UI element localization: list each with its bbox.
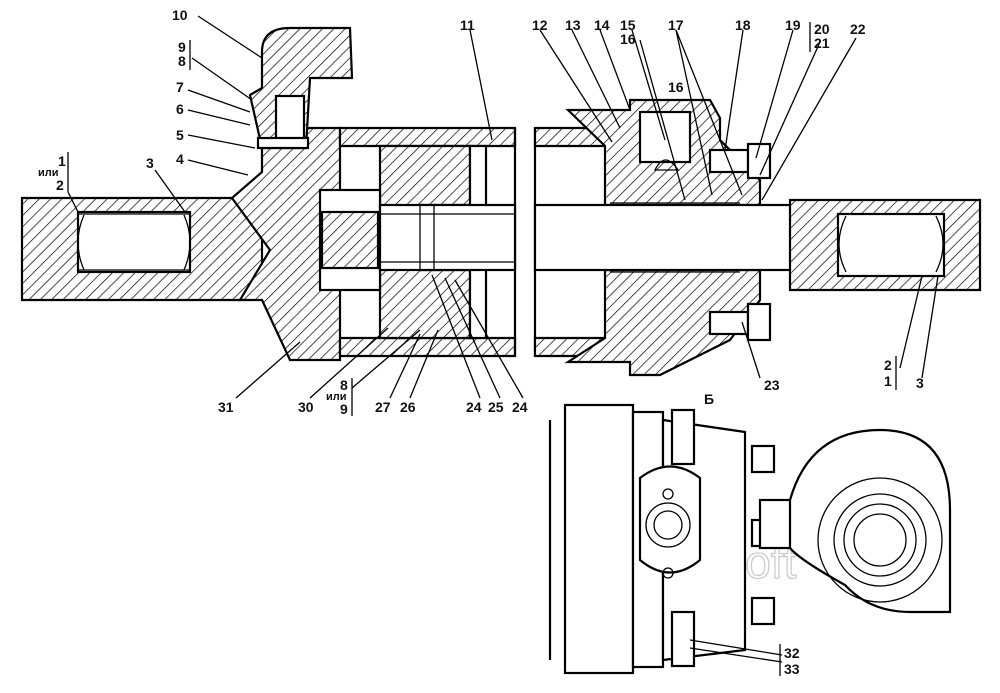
cylinder-head-rear xyxy=(230,126,342,362)
label-9: 9 xyxy=(178,39,186,55)
leader-lines xyxy=(67,15,939,663)
label-8: 8 xyxy=(178,53,186,69)
label-21: 21 xyxy=(814,35,830,51)
label-22: 22 xyxy=(850,21,866,37)
label-15: 15 xyxy=(620,17,636,33)
view-b xyxy=(548,403,952,675)
label-ili-left: или xyxy=(38,167,59,179)
label-6: 6 xyxy=(176,101,184,117)
part-labels-bottom: 31 30 8 или 9 27 26 24 25 24 23 xyxy=(218,377,780,417)
front-eye xyxy=(788,198,982,292)
rear-eye xyxy=(20,178,264,302)
elbow-fitting xyxy=(248,26,354,150)
label-3: 3 xyxy=(146,155,154,171)
label-31: 31 xyxy=(218,399,234,415)
label-12: 12 xyxy=(532,17,548,33)
label-17: 17 xyxy=(668,17,684,33)
label-5: 5 xyxy=(176,127,184,143)
label-7: 7 xyxy=(176,79,184,95)
label-24a: 24 xyxy=(466,399,482,415)
bolts-front xyxy=(708,142,772,342)
label-16b: 16 xyxy=(668,79,684,95)
label-8b: 8 xyxy=(340,377,348,393)
label-2r: 2 xyxy=(884,357,892,373)
label-18: 18 xyxy=(735,17,751,33)
label-23: 23 xyxy=(764,377,780,393)
label-13: 13 xyxy=(565,17,581,33)
piston-rod-left xyxy=(378,203,517,272)
label-9b: 9 xyxy=(340,401,348,417)
label-1r: 1 xyxy=(884,373,892,389)
label-26: 26 xyxy=(400,399,416,415)
label-27: 27 xyxy=(375,399,391,415)
label-4: 4 xyxy=(176,151,184,167)
label-19: 19 xyxy=(785,17,801,33)
label-20: 20 xyxy=(814,21,830,37)
label-14: 14 xyxy=(594,17,610,33)
label-11: 11 xyxy=(460,17,475,33)
part-labels-right: 2 1 3 xyxy=(884,356,924,391)
label-25: 25 xyxy=(488,399,504,415)
label-33: 33 xyxy=(784,661,800,677)
label-3r: 3 xyxy=(916,375,924,391)
label-24b: 24 xyxy=(512,399,528,415)
part-labels-top: 10 11 12 13 14 15 16 16 17 18 19 20 21 2… xyxy=(172,7,866,95)
front-head xyxy=(564,98,762,377)
label-32: 32 xyxy=(784,645,800,661)
label-10: 10 xyxy=(172,7,188,23)
label-16: 16 xyxy=(620,31,636,47)
label-30: 30 xyxy=(298,399,314,415)
view-b-labels: Б 32 33 xyxy=(704,391,800,677)
view-b-title: Б xyxy=(704,391,714,407)
piston-rod-right xyxy=(533,202,812,273)
label-ili-bottom: или xyxy=(326,391,347,403)
label-1: 1 xyxy=(58,153,66,169)
part-labels-left: 9 8 7 6 5 4 1 или 2 3 xyxy=(38,39,191,193)
label-2: 2 xyxy=(56,177,64,193)
